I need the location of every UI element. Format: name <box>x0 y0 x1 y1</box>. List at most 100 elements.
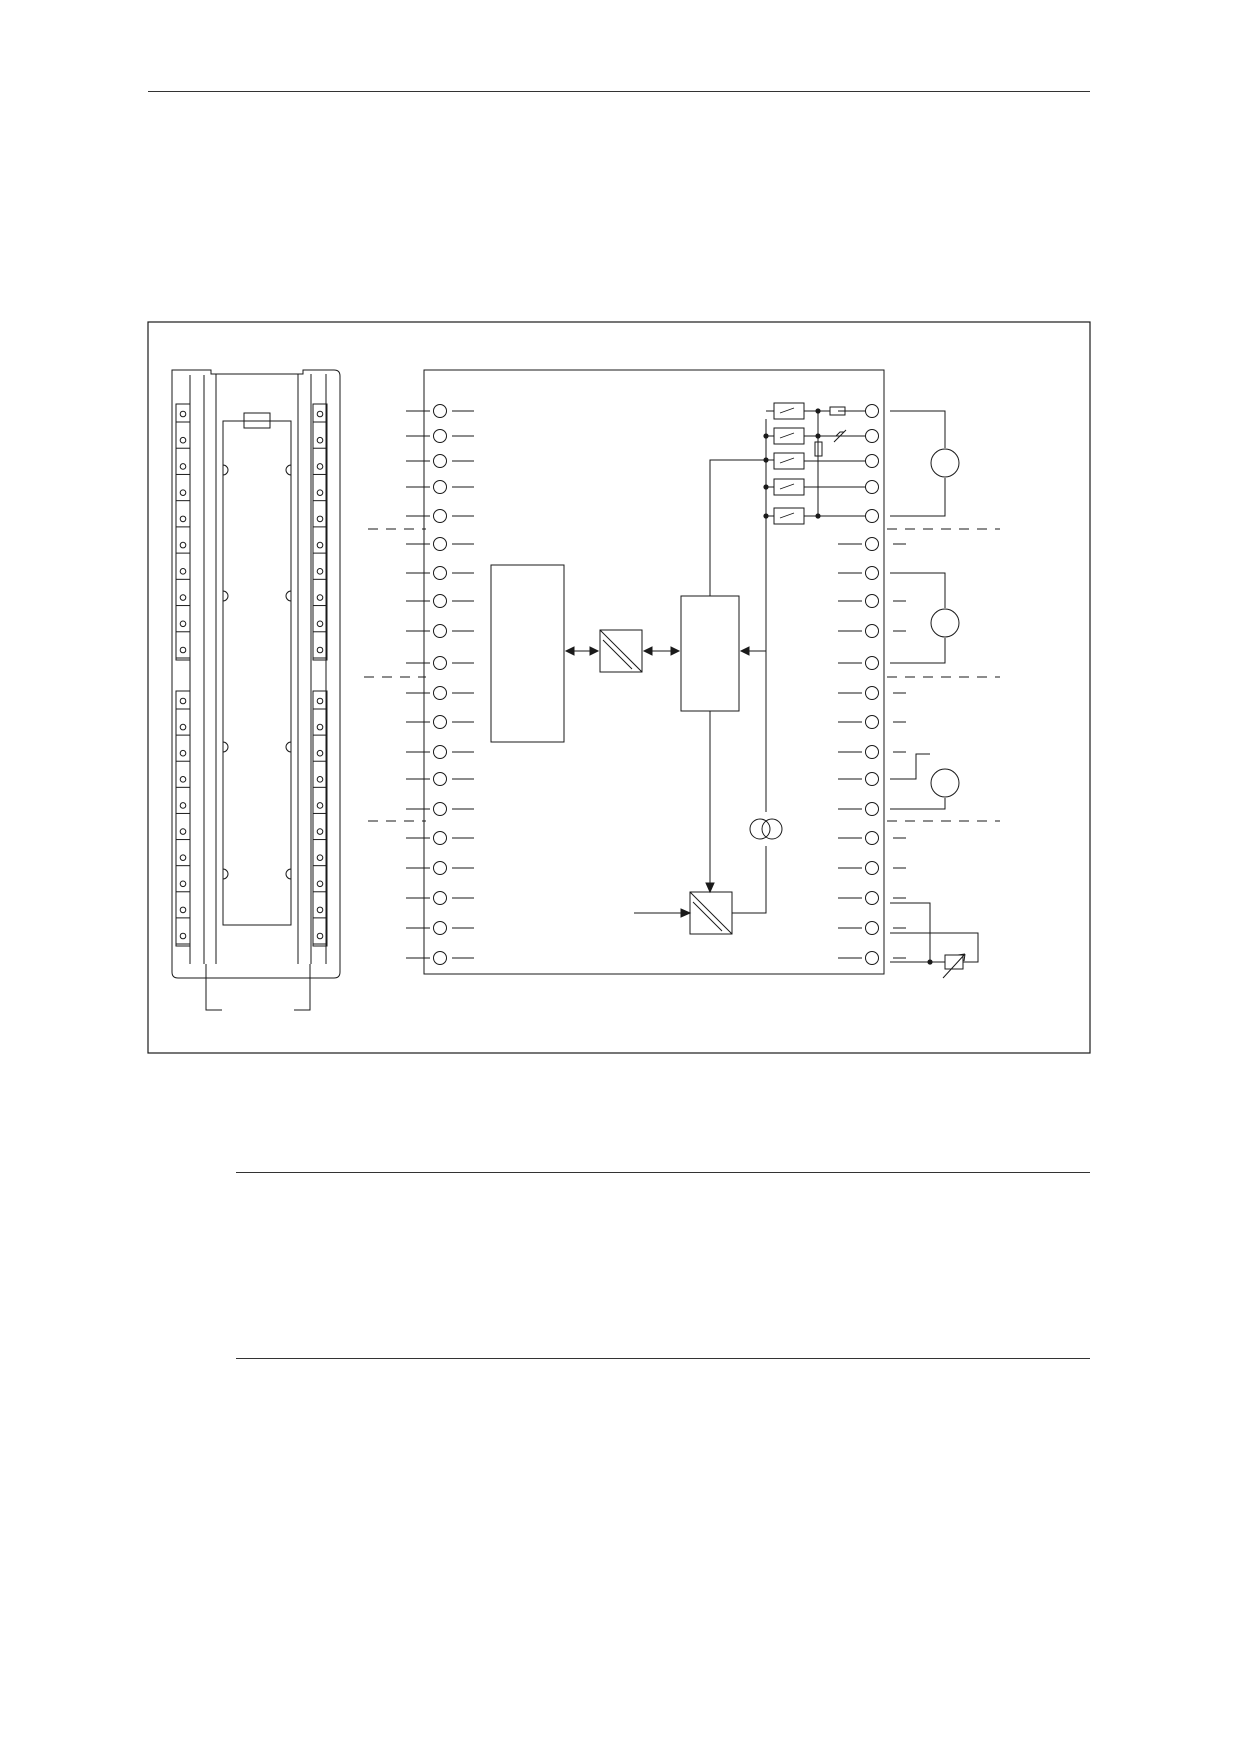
pin-circle-icon <box>865 454 879 468</box>
terminal-screw-icon <box>179 489 187 496</box>
terminal-screw-icon <box>179 880 187 888</box>
terminal-screw-icon <box>316 906 324 914</box>
pin-circle-icon <box>433 454 447 468</box>
terminal-screw-icon <box>179 541 187 549</box>
meter-circle-icon <box>930 608 960 638</box>
pin-circle-icon <box>865 594 879 608</box>
logic-block <box>490 564 565 743</box>
isolation-converter-box <box>599 629 643 673</box>
switch-box-2 <box>773 427 805 445</box>
terminal-screw-icon <box>179 515 187 523</box>
pin-circle-icon <box>433 715 447 729</box>
pin-circle-icon <box>433 656 447 670</box>
pin-circle-icon <box>865 509 879 523</box>
meter-circle-icon <box>930 448 960 478</box>
pin-circle-icon <box>865 772 879 786</box>
pin-circle-icon <box>433 480 447 494</box>
fuse-icon <box>243 412 271 429</box>
terminal-screw-icon <box>316 802 324 809</box>
pin-circle-icon <box>865 429 879 443</box>
terminal-screw-icon <box>179 749 187 757</box>
pin-circle-icon <box>433 537 447 551</box>
pin-circle-icon <box>865 686 879 700</box>
pin-circle-icon <box>433 802 447 816</box>
terminal-screw-icon <box>316 541 324 549</box>
note-top-rule <box>236 1172 1090 1173</box>
pin-circle-icon <box>433 686 447 700</box>
terminal-strip <box>175 403 191 661</box>
terminal-screw-icon <box>316 723 324 731</box>
pin-circle-icon <box>433 772 447 786</box>
pin-circle-icon <box>865 831 879 845</box>
pin-circle-icon <box>433 951 447 965</box>
pin-circle-icon <box>865 861 879 875</box>
terminal-screw-icon <box>316 436 324 444</box>
terminal-screw-icon <box>316 697 324 705</box>
pin-circle-icon <box>865 624 879 638</box>
meter-circle-icon <box>930 768 960 798</box>
pin-circle-icon <box>865 537 879 551</box>
switch-box-4 <box>773 478 805 496</box>
terminal-screw-icon <box>316 594 324 601</box>
terminal-screw-icon <box>179 436 187 444</box>
terminal-screw-icon <box>316 854 324 861</box>
terminal-screw-icon <box>316 749 324 757</box>
terminal-screw-icon <box>179 723 187 731</box>
adc-block <box>680 595 740 712</box>
inner-panel <box>222 420 292 926</box>
pin-circle-icon <box>433 594 447 608</box>
pin-circle-icon <box>433 404 447 418</box>
terminal-screw-icon <box>316 463 324 470</box>
pin-circle-icon <box>865 656 879 670</box>
pin-circle-icon <box>433 429 447 443</box>
terminal-screw-icon <box>316 776 324 783</box>
current-source-icon <box>749 818 771 840</box>
potentiometer-icon <box>944 954 964 970</box>
pin-circle-icon <box>433 745 447 759</box>
terminal-strip <box>175 690 191 947</box>
note-bottom-rule <box>236 1358 1090 1359</box>
thermistor-icon <box>833 429 847 443</box>
header-rule <box>148 91 1090 92</box>
pin-circle-icon <box>433 509 447 523</box>
terminal-screw-icon <box>316 620 324 628</box>
pin-circle-icon <box>865 715 879 729</box>
pin-circle-icon <box>433 861 447 875</box>
terminal-screw-icon <box>179 932 187 940</box>
pin-circle-icon <box>433 831 447 845</box>
terminal-screw-icon <box>316 828 324 835</box>
terminal-screw-icon <box>179 410 187 418</box>
terminal-screw-icon <box>179 854 187 861</box>
terminal-screw-icon <box>179 594 187 601</box>
switch-box-1 <box>773 402 805 420</box>
switch-box-3 <box>773 452 805 470</box>
terminal-screw-icon <box>179 620 187 628</box>
pin-circle-icon <box>433 891 447 905</box>
pin-circle-icon <box>865 891 879 905</box>
terminal-screw-icon <box>179 802 187 809</box>
pin-circle-icon <box>865 745 879 759</box>
terminal-screw-icon <box>179 906 187 914</box>
terminal-screw-icon <box>179 697 187 705</box>
terminal-screw-icon <box>179 646 187 654</box>
terminal-screw-icon <box>316 646 324 654</box>
pin-circle-icon <box>433 566 447 580</box>
terminal-screw-icon <box>316 515 324 523</box>
terminal-screw-icon <box>179 776 187 783</box>
pin-circle-icon <box>865 802 879 816</box>
terminal-screw-icon <box>179 568 187 575</box>
switch-box-5 <box>773 507 805 525</box>
right-module <box>364 369 1000 975</box>
figure-frame <box>147 321 1091 1054</box>
field-circuits <box>890 410 979 979</box>
terminal-screw-icon <box>316 410 324 418</box>
terminal-screw-icon <box>316 568 324 575</box>
terminal-screw-icon <box>316 489 324 496</box>
pin-circle-icon <box>865 480 879 494</box>
terminal-screw-icon <box>179 828 187 835</box>
terminal-screw-icon <box>316 880 324 888</box>
terminal-screw-icon <box>179 463 187 470</box>
terminal-strip <box>312 403 328 661</box>
pin-circle-icon <box>865 566 879 580</box>
